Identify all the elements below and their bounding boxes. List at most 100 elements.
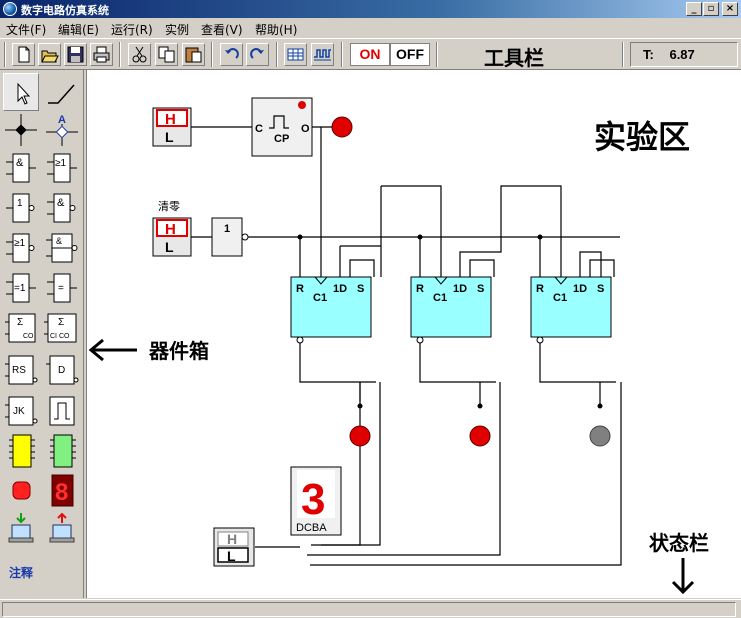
clock-generator[interactable]: C CP O [251,97,313,157]
maximize-button[interactable]: ▫ [703,2,719,16]
save-button[interactable] [64,43,87,66]
undo-icon [225,48,239,59]
rs-flipflop-tool[interactable]: RS [3,352,39,390]
and-or-invert-icon: & [46,233,78,263]
bottom-switch-h: H [227,531,237,547]
copy-button[interactable] [155,43,178,66]
menu-examples[interactable]: 实例 [165,23,190,37]
new-button[interactable] [12,43,35,66]
status-bar-caption: 状态栏 [649,531,709,555]
menu-edit[interactable]: 编辑(E) [58,23,99,37]
menu-file[interactable]: 文件(F) [6,23,47,37]
ff2-d: 1D [453,283,467,295]
waveform-button[interactable] [311,43,334,66]
clear-switch-l: L [165,239,174,255]
led-tool[interactable] [3,472,39,510]
output-terminal-tool[interactable] [44,510,80,548]
nor-gate-symbol: ≥1 [14,238,25,249]
green-chip-tool[interactable] [44,432,80,470]
pointer-tool[interactable] [3,73,39,111]
yellow-chip-icon [9,434,35,468]
pulse-source-tool[interactable] [44,393,80,431]
nor-gate-tool[interactable]: ≥1 [3,230,39,268]
bottom-input-switch[interactable]: H L [213,527,255,567]
close-button[interactable]: × [722,2,738,16]
not-gate-tool[interactable]: 1 [3,190,39,228]
undo-button[interactable] [220,43,243,66]
paste-icon [185,47,202,63]
note-tool[interactable]: 注释 [9,566,34,580]
wire-tool[interactable] [44,73,80,111]
paste-button[interactable] [182,43,205,66]
run-on-button[interactable]: ON [350,43,390,66]
run-off-button[interactable]: OFF [390,43,430,66]
and-gate-icon: & [6,153,36,183]
full-adder-icon: ΣCI CO [44,313,77,343]
d-flipflop-icon: D [46,355,79,385]
seven-segment-tool[interactable]: 8 [44,472,80,510]
cut-button[interactable] [128,43,151,66]
xor-gate-tool[interactable]: = [44,270,80,308]
clock-output-label: O [301,123,310,135]
time-label: T: [643,47,654,62]
grid-button[interactable] [284,43,307,66]
nand-gate-tool[interactable]: & [44,190,80,228]
open-button[interactable] [38,43,61,66]
status-text [2,602,736,617]
app-globe-icon [3,2,17,16]
menu-view[interactable]: 查看(V) [201,23,243,37]
seven-segment-display[interactable]: 3 DCBA [290,466,342,536]
not-gate-label: 1 [224,223,230,235]
xnor-gate-tool[interactable]: =1 [3,270,39,308]
flipflop-1[interactable]: R C1 1D S [290,276,372,344]
flipflop-3[interactable]: R C1 1D S [530,276,612,344]
clear-not-gate[interactable]: 1 [211,217,249,257]
or-gate-tool[interactable]: ≥1 [44,150,80,188]
and-gate-symbol: & [16,157,24,169]
circuit-canvas[interactable]: H L C CP O 实验区 清零 H L [87,70,741,598]
and-gate-tool[interactable]: & [3,150,39,188]
redo-button[interactable] [246,43,269,66]
yellow-chip-tool[interactable] [3,432,39,470]
clear-switch[interactable]: H L [152,217,192,257]
ff3-d: 1D [573,283,587,295]
jk-flipflop-tool[interactable]: JK [3,393,39,431]
node-label-tool[interactable]: A [44,110,80,148]
minimize-button[interactable]: _ [686,2,702,16]
d-flipflop-tool[interactable]: D [44,352,80,390]
junction-tool[interactable] [3,110,39,148]
clock-input-switch[interactable]: H L [152,107,192,147]
time-value: 6.87 [669,47,695,62]
jk-flipflop-icon: JK [5,396,38,426]
menu-help[interactable]: 帮助(H) [255,23,298,37]
print-button[interactable] [90,43,113,66]
seven-segment-glyph: 8 [55,479,68,506]
jk-flipflop-symbol: JK [13,406,25,417]
or-gate-symbol: ≥1 [55,158,66,169]
node-label-text: A [58,114,66,126]
cut-icon [132,46,147,63]
flipflop-2[interactable]: R C1 1D S [410,276,492,344]
menu-run[interactable]: 运行(R) [111,23,153,37]
d-flipflop-symbol: D [58,365,65,376]
toolbar-separator [276,42,278,67]
experiment-area[interactable]: H L C CP O 实验区 清零 H L [86,70,741,598]
rs-flipflop-symbol: RS [12,365,26,376]
and-or-invert-tool[interactable]: & [44,230,80,268]
copy-icon [158,46,175,63]
q3-led [589,425,611,447]
full-adder-symbol: Σ [58,317,64,328]
green-chip-icon [50,434,76,468]
component-box-caption: 器件箱 [148,339,209,363]
input-terminal-tool[interactable] [3,510,39,548]
ff2-r: R [416,283,424,295]
menu-bar: 文件(F) 编辑(E) 运行(R) 实例 查看(V) 帮助(H) [0,18,741,38]
toolbar-separator [119,42,121,67]
redo-icon [250,48,264,59]
status-bar [0,599,741,618]
toolbar-caption: 工具栏 [484,46,544,70]
ff1-c: C1 [313,292,327,304]
